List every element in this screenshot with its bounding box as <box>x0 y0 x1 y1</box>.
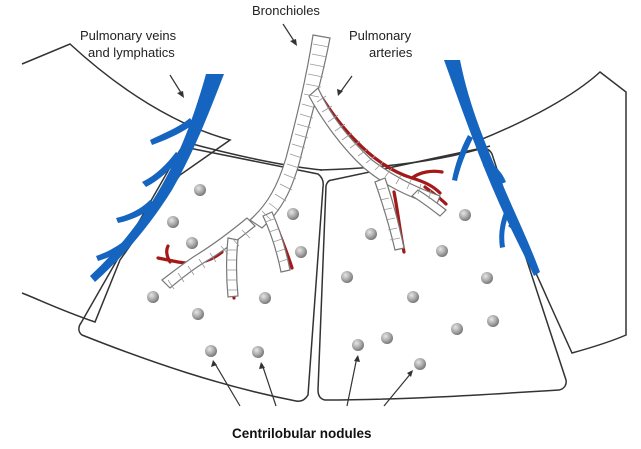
label-pulmonary-arteries-line1: Pulmonary <box>349 28 412 43</box>
nodule <box>381 332 393 344</box>
arrowhead <box>177 91 184 98</box>
nodule <box>487 315 499 327</box>
vein-right-branch-3 <box>499 210 510 248</box>
bronchiole-tree <box>162 35 446 297</box>
leader-nodule-2 <box>262 364 276 406</box>
nodule <box>459 209 471 221</box>
leader-nodule-3 <box>347 357 357 406</box>
nodule <box>147 291 159 303</box>
bronchiole-branch-left <box>162 218 255 288</box>
right-center-lobule <box>318 148 566 400</box>
nodule <box>287 208 299 220</box>
nodule <box>352 339 364 351</box>
artery-branch-top <box>412 171 442 178</box>
nodule <box>252 346 264 358</box>
nodule <box>295 246 307 258</box>
leader-nodule-4 <box>384 372 412 406</box>
leader-nodule-1 <box>214 362 240 406</box>
artery-left-a2 <box>167 246 170 262</box>
nodule <box>365 228 377 240</box>
bronchiole-main-trunk <box>250 35 330 228</box>
bronchiole-branch-left-down <box>227 238 239 297</box>
nodule <box>481 272 493 284</box>
vein-right-branch-1 <box>452 135 473 181</box>
right-outer-lobule <box>475 72 626 353</box>
nodule <box>186 237 198 249</box>
label-pulmonary-veins-line2: and lymphatics <box>88 45 175 60</box>
nodule <box>407 291 419 303</box>
nodule <box>205 345 217 357</box>
arrowhead <box>259 362 265 369</box>
nodule <box>341 271 353 283</box>
nodules-right-lobule <box>341 209 499 370</box>
nodule <box>194 184 206 196</box>
nodule <box>451 323 463 335</box>
nodule <box>259 292 271 304</box>
nodule <box>192 308 204 320</box>
nodule <box>414 358 426 370</box>
pulmonary-veins-right <box>444 60 540 276</box>
label-pulmonary-arteries-line2: arteries <box>369 45 413 60</box>
label-pulmonary-veins-line1: Pulmonary veins <box>80 28 177 43</box>
arrowhead <box>290 39 297 46</box>
left-outer-lobule <box>22 44 230 322</box>
label-bronchioles: Bronchioles <box>252 3 320 18</box>
arrowhead <box>354 355 360 362</box>
nodule <box>167 216 179 228</box>
label-centrilobular-nodules: Centrilobular nodules <box>232 426 372 441</box>
nodule <box>436 245 448 257</box>
arrowhead <box>407 370 413 377</box>
